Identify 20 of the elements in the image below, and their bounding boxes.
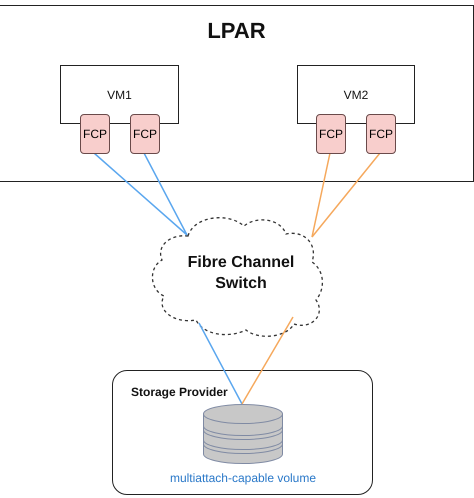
lpar-title: LPAR <box>206 18 267 44</box>
vm-title: VM1 <box>106 88 133 102</box>
storage-provider-box <box>112 370 373 495</box>
switch-label: Fibre Channel Switch <box>186 253 296 294</box>
vm-box <box>297 65 415 124</box>
fcp-port: FCP <box>366 114 396 154</box>
fcp-port: FCP <box>316 114 346 154</box>
connection-line <box>311 152 331 238</box>
volume-caption: multiattach-capable volume <box>168 471 318 485</box>
connection-line <box>143 152 188 236</box>
connection-line <box>241 316 294 404</box>
vm-box <box>60 65 179 124</box>
lpar-box <box>0 5 474 182</box>
fcp-port: FCP <box>130 114 160 154</box>
vm-title: VM2 <box>342 88 370 102</box>
connection-line <box>94 152 188 236</box>
connection-line <box>198 322 243 404</box>
connection-line <box>311 152 381 238</box>
fcp-port: FCP <box>80 114 110 154</box>
provider-title: Storage Provider <box>131 385 228 399</box>
